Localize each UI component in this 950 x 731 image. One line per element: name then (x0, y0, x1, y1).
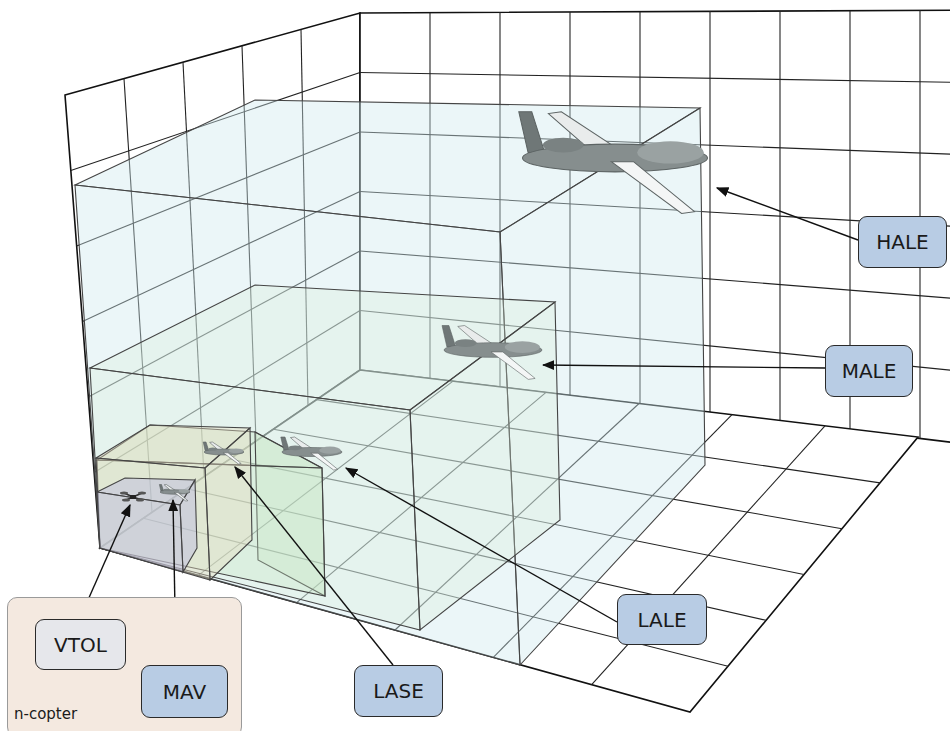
envelope-boxes (75, 100, 705, 665)
grid-line (360, 73, 950, 83)
class-label: LASE (373, 679, 424, 703)
airframe-part (203, 442, 209, 451)
leader-lines (80, 188, 858, 665)
nose-bulge (637, 141, 704, 163)
class-label-box: VTOL (35, 619, 126, 670)
group-box: n-copter VTOL MAV (7, 597, 242, 731)
uav-drawing (159, 485, 190, 502)
envelope-face (410, 302, 560, 630)
airframe-part (442, 326, 456, 348)
class-label: MAV (163, 680, 206, 704)
engine-nacelle (543, 138, 584, 153)
class-label-box: LASE (354, 665, 443, 717)
airframe-part (174, 493, 188, 501)
rotor (138, 492, 146, 495)
engine-nacelle (163, 489, 170, 491)
quadcopter-drawing (120, 492, 146, 502)
rotor (122, 499, 130, 502)
rotor (120, 492, 128, 495)
leader-line (235, 467, 393, 665)
engine-nacelle (455, 339, 477, 347)
engine-nacelle (208, 448, 217, 451)
uav-drawing (203, 442, 244, 464)
class-label-box: MALE (825, 345, 913, 397)
envelope-face (97, 492, 183, 572)
envelope-face (90, 368, 420, 630)
airframe-part (491, 352, 535, 379)
airframe-part (159, 485, 163, 492)
class-label-box: MAV (141, 665, 228, 718)
envelope-face (96, 458, 210, 580)
nose-bulge (319, 447, 341, 454)
envelope-face (205, 428, 252, 580)
class-label: VTOL (54, 633, 107, 657)
airframe-part (281, 437, 289, 450)
airframe-part (311, 453, 338, 470)
leader-line (543, 365, 825, 368)
class-label: HALE (876, 230, 929, 254)
nose-bulge (229, 448, 243, 453)
class-label: MALE (842, 359, 897, 383)
aircraft-drawings (120, 112, 708, 502)
airframe-part (611, 162, 694, 214)
airframe-part (223, 453, 241, 464)
group-title: n-copter (14, 705, 77, 723)
leader-line (717, 188, 858, 240)
uav-drawing (519, 112, 708, 214)
class-label-box: LALE (617, 594, 707, 645)
uav-drawing (281, 437, 342, 470)
leader-line (346, 468, 617, 622)
airframe-part (519, 112, 545, 153)
engine-nacelle (289, 445, 302, 450)
nose-bulge (505, 341, 540, 353)
rotor (136, 499, 144, 502)
class-label: LALE (637, 608, 686, 632)
class-label-box: HALE (858, 216, 947, 268)
copter-body (130, 495, 136, 499)
nose-bulge (179, 489, 190, 493)
uav-drawing (442, 326, 542, 380)
